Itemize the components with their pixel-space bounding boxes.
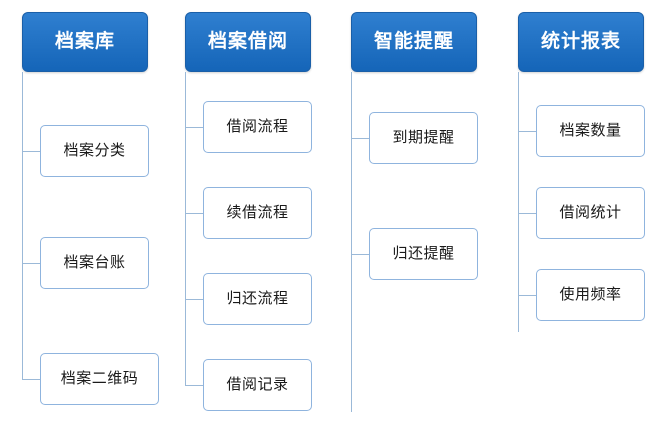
connector-branch-col2-child1: [185, 127, 203, 128]
leaf-node-label: 使用频率: [559, 286, 622, 303]
leaf-node-label: 借阅统计: [559, 204, 622, 221]
leaf-node-renew-process[interactable]: 续借流程: [203, 187, 312, 239]
connector-trunk-col3: [351, 72, 352, 412]
root-node-label: 档案库: [54, 30, 115, 52]
leaf-node-archive-category[interactable]: 档案分类: [40, 125, 149, 177]
connector-branch-col4-child1: [518, 131, 536, 132]
leaf-node-archive-ledger[interactable]: 档案台账: [40, 237, 149, 289]
leaf-node-label: 档案二维码: [60, 370, 139, 387]
leaf-node-archive-count[interactable]: 档案数量: [536, 105, 645, 157]
connector-branch-col2-child4: [185, 385, 203, 386]
root-node-archive-library[interactable]: 档案库: [22, 12, 148, 72]
root-node-label: 档案借阅: [207, 30, 288, 52]
root-node-smart-reminder[interactable]: 智能提醒: [351, 12, 477, 72]
root-node-label: 统计报表: [540, 30, 621, 52]
connector-trunk-col4: [518, 72, 519, 332]
leaf-node-label: 档案分类: [63, 142, 126, 159]
leaf-node-return-reminder[interactable]: 归还提醒: [369, 228, 478, 280]
leaf-node-return-process[interactable]: 归还流程: [203, 273, 312, 325]
connector-branch-col1-child2: [22, 263, 40, 264]
leaf-node-archive-qrcode[interactable]: 档案二维码: [40, 353, 159, 405]
leaf-node-borrow-statistics[interactable]: 借阅统计: [536, 187, 645, 239]
connector-trunk-col2: [185, 72, 186, 386]
leaf-node-label: 归还流程: [226, 290, 289, 307]
leaf-node-label: 到期提醒: [392, 129, 455, 146]
root-node-label: 智能提醒: [373, 30, 454, 52]
root-node-statistics-report[interactable]: 统计报表: [518, 12, 644, 72]
leaf-node-label: 借阅流程: [226, 118, 289, 135]
connector-branch-col1-child3: [22, 379, 40, 380]
connector-branch-col2-child3: [185, 299, 203, 300]
connector-branch-col2-child2: [185, 213, 203, 214]
leaf-node-label: 续借流程: [226, 204, 289, 221]
connector-branch-col3-child1: [351, 138, 369, 139]
connector-branch-col4-child2: [518, 213, 536, 214]
leaf-node-label: 档案台账: [63, 254, 126, 271]
root-node-archive-borrowing[interactable]: 档案借阅: [185, 12, 311, 72]
connector-trunk-col1: [22, 72, 23, 380]
connector-branch-col1-child1: [22, 151, 40, 152]
leaf-node-due-reminder[interactable]: 到期提醒: [369, 112, 478, 164]
leaf-node-borrow-process[interactable]: 借阅流程: [203, 101, 312, 153]
leaf-node-label: 归还提醒: [392, 245, 455, 262]
leaf-node-borrow-records[interactable]: 借阅记录: [203, 359, 312, 411]
connector-branch-col4-child3: [518, 295, 536, 296]
connector-branch-col3-child2: [351, 254, 369, 255]
leaf-node-label: 借阅记录: [226, 376, 289, 393]
leaf-node-usage-frequency[interactable]: 使用频率: [536, 269, 645, 321]
leaf-node-label: 档案数量: [559, 122, 622, 139]
